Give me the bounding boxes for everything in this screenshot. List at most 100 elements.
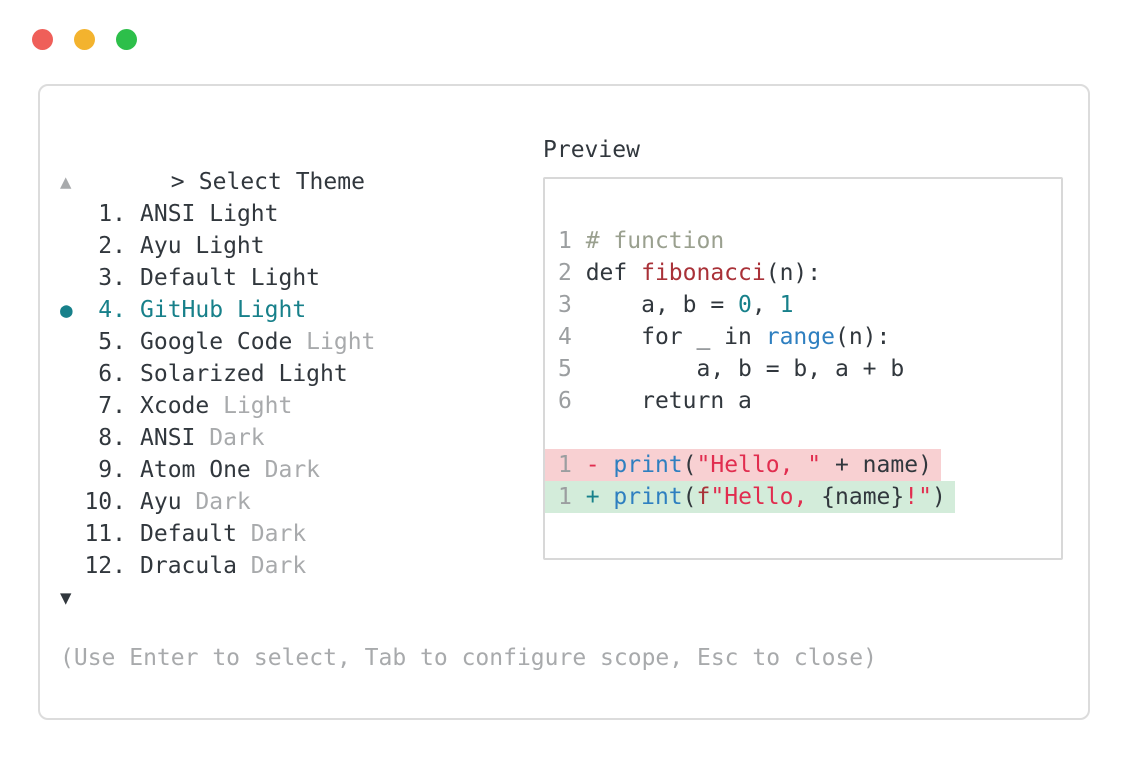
theme-option-default-dark[interactable]: 11.Default Dark xyxy=(60,518,543,550)
theme-option-xcode-light[interactable]: 7.Xcode Light xyxy=(60,390,543,422)
scroll-down-icon[interactable]: ▼ xyxy=(60,587,72,609)
code-token: (n): xyxy=(834,324,891,350)
theme-option-atom-one-dark[interactable]: 9. Atom One Dark xyxy=(60,454,543,486)
theme-name: Xcode xyxy=(140,393,224,419)
theme-label: Ayu Dark xyxy=(140,486,251,518)
line-number: 2 xyxy=(558,260,586,286)
theme-option-ansi-light[interactable]: 1. ANSI Light xyxy=(60,198,543,230)
theme-label: GitHub Light xyxy=(140,294,306,326)
theme-variant: Light xyxy=(306,329,376,355)
theme-name: Dracula xyxy=(140,553,251,579)
theme-option-solarized-light[interactable]: 6.Solarized Light xyxy=(60,358,543,390)
theme-number: 11. xyxy=(84,521,126,547)
line-number: 5 xyxy=(558,356,586,382)
close-window-button[interactable] xyxy=(32,29,53,50)
code-token: + xyxy=(585,484,614,510)
theme-name: Ayu xyxy=(140,233,196,259)
code-token: + name xyxy=(821,452,919,478)
code-token: return a xyxy=(585,388,752,414)
code-token: 1 xyxy=(779,292,794,318)
code-token: "Hello, xyxy=(710,484,822,510)
code-token: ( xyxy=(682,452,697,478)
code-token: ( xyxy=(682,484,697,510)
marker-slot xyxy=(60,422,84,454)
marker-slot xyxy=(60,198,84,230)
code-token: for _ in xyxy=(585,324,766,350)
theme-label: ANSI Dark xyxy=(140,422,265,454)
help-hint: (Use Enter to select, Tab to configure s… xyxy=(60,645,877,671)
theme-name: Ayu xyxy=(140,489,196,515)
preview-title: Preview xyxy=(543,137,640,163)
theme-option-ansi-dark[interactable]: 8. ANSI Dark xyxy=(60,422,543,454)
blank-line xyxy=(558,420,572,446)
theme-option-ayu-light[interactable]: 2.Ayu Light xyxy=(60,230,543,262)
theme-number: 6. xyxy=(98,361,126,387)
theme-variant: Light xyxy=(209,201,279,227)
prompt: >Select Theme xyxy=(60,134,543,195)
code-line: 1 # function xyxy=(558,225,1061,257)
theme-option-google-code-light[interactable]: 5.Google Code Light xyxy=(60,326,543,358)
marker-slot xyxy=(60,518,84,550)
marker-slot xyxy=(60,550,84,582)
theme-variant: Light xyxy=(236,297,307,323)
selected-bullet-icon: ● xyxy=(60,298,73,322)
code-token: a, b = b, a + b xyxy=(585,356,905,382)
code-token: 0 xyxy=(738,292,752,318)
code-token: , xyxy=(751,292,780,318)
code-token: def xyxy=(585,260,642,286)
line-number: 1 xyxy=(558,228,586,254)
theme-option-default-light[interactable]: 3.Default Light xyxy=(60,262,543,294)
theme-number: 9. xyxy=(98,457,126,483)
theme-name: ANSI xyxy=(140,425,210,451)
theme-variant: Dark xyxy=(264,457,321,483)
code-token: ) xyxy=(918,452,932,478)
theme-number: 12. xyxy=(84,553,126,579)
line-number: 3 xyxy=(558,292,586,318)
marker-slot xyxy=(60,262,84,294)
theme-label: Google Code Light xyxy=(140,326,375,358)
theme-name: Atom One xyxy=(140,457,265,483)
theme-name: ANSI xyxy=(140,201,210,227)
zoom-window-button[interactable] xyxy=(116,29,137,50)
theme-variant: Light xyxy=(223,393,293,419)
theme-number: 3. xyxy=(98,265,126,291)
diff-line-removed: 1 - print("Hello, " + name) xyxy=(545,449,1061,481)
code-token: !" xyxy=(904,484,932,510)
line-number: 1 xyxy=(558,452,586,478)
prompt-caret-icon: > xyxy=(170,169,185,195)
theme-name: Google Code xyxy=(140,329,307,355)
theme-variant: Dark xyxy=(250,521,307,547)
marker-slot xyxy=(60,390,84,422)
code-line: 2 def fibonacci(n): xyxy=(558,257,1061,289)
code-token: "Hello, " xyxy=(696,452,822,478)
theme-option-github-light[interactable]: ●4.GitHub Light xyxy=(60,294,543,326)
theme-variant: Light xyxy=(278,361,348,387)
code-line: 5 a, b = b, a + b xyxy=(558,353,1061,385)
diff-highlight-removed: 1 - print("Hello, " + name) xyxy=(545,449,941,481)
theme-label: Dracula Dark xyxy=(140,550,306,582)
theme-option-ayu-dark[interactable]: 10. Ayu Dark xyxy=(60,486,543,518)
theme-option-dracula-dark[interactable]: 12. Dracula Dark xyxy=(60,550,543,582)
diff-highlight-added: 1 + print(f"Hello, {name}!") xyxy=(545,481,955,513)
code-token: (n): xyxy=(765,260,822,286)
theme-number: 8. xyxy=(98,425,126,451)
marker-slot xyxy=(60,486,84,518)
line-number: 1 xyxy=(558,484,586,510)
theme-label: Ayu Light xyxy=(140,230,265,262)
scroll-up-icon[interactable]: ▲ xyxy=(60,171,72,193)
code-line xyxy=(558,417,1061,449)
theme-number: 1. xyxy=(98,201,126,227)
theme-variant: Dark xyxy=(209,425,265,451)
diff-line-added: 1 + print(f"Hello, {name}!") xyxy=(545,481,1061,513)
theme-label: Atom One Dark xyxy=(140,454,320,486)
theme-variant: Dark xyxy=(250,553,307,579)
code-token: {name} xyxy=(821,484,905,510)
minimize-window-button[interactable] xyxy=(74,29,95,50)
theme-label: Xcode Light xyxy=(140,390,292,422)
theme-number: 10. xyxy=(84,489,126,515)
code-token: - xyxy=(585,452,614,478)
